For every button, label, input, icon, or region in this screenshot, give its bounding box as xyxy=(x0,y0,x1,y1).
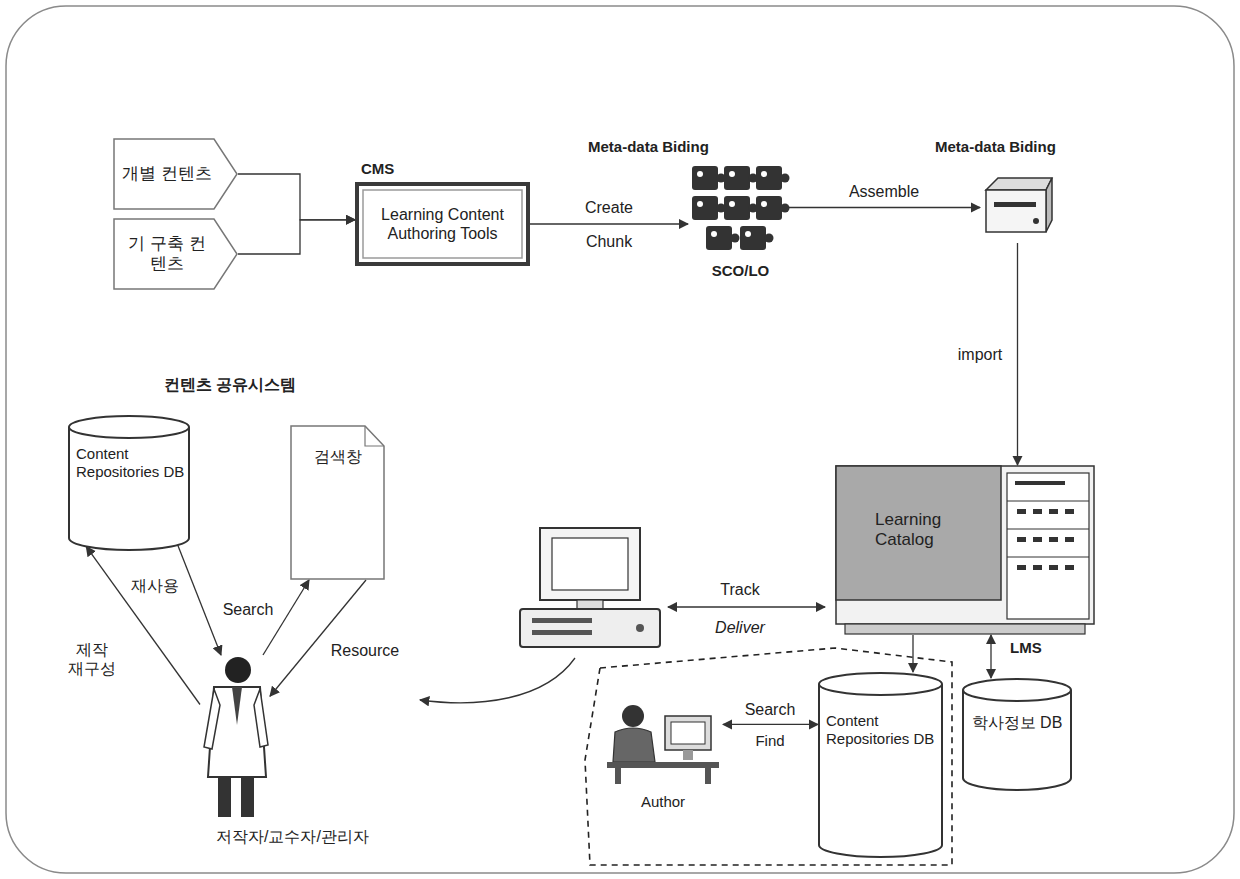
dashed-region xyxy=(585,648,952,865)
node-outline xyxy=(68,415,190,550)
node-text: 검색창 xyxy=(298,447,377,466)
node-heading: CMS xyxy=(361,160,461,178)
outer-frame xyxy=(6,6,1234,873)
cyl-shape xyxy=(68,415,190,550)
connector-arrow xyxy=(238,174,355,220)
node-outline xyxy=(980,168,1055,243)
pc-link-arrow xyxy=(420,658,575,703)
academic-db: 학사정보 DB xyxy=(962,678,1072,790)
content-source-box: 기 구축 컨텐츠 xyxy=(113,218,238,290)
user-figure: 저작자/교수자/관리자 xyxy=(190,655,395,850)
pc-screen xyxy=(552,538,628,590)
connector-arrow xyxy=(86,547,200,705)
edge-label: Search xyxy=(742,700,799,719)
author-shape xyxy=(603,698,723,786)
node-text: Learning Content Authoring Tools xyxy=(367,205,518,243)
connector-arrow xyxy=(530,223,688,224)
edge-note: Find xyxy=(752,732,787,750)
node-text: 기 구축 컨텐츠 xyxy=(121,234,213,275)
connector-arrow xyxy=(912,635,913,672)
node-heading: LMS xyxy=(1010,639,1055,657)
node-heading: Meta-data Biding xyxy=(588,138,758,156)
node-heading: 저작자/교수자/관리자 xyxy=(190,827,395,846)
track-deliver-arrow xyxy=(668,606,825,607)
node-text: 학사정보 DB xyxy=(967,713,1067,732)
pc-monitor xyxy=(540,528,640,600)
connector-arrow xyxy=(990,635,991,678)
search-window: 검색창 xyxy=(290,425,385,580)
package-drive: Meta-data Biding xyxy=(935,138,1110,258)
pc-stand xyxy=(577,600,603,609)
edge-label: Search xyxy=(220,600,277,619)
node-outline xyxy=(603,698,723,786)
node-outline xyxy=(835,465,1095,635)
node-heading: Meta-data Biding xyxy=(935,138,1105,156)
node-text: 개별 컨텐츠 xyxy=(121,164,213,184)
edge-label: 제작 재구성 xyxy=(64,640,120,678)
edge-label: Assemble xyxy=(846,182,922,201)
node-outline xyxy=(355,182,530,266)
connector-arrow xyxy=(788,207,980,208)
dbl-shape xyxy=(355,182,530,266)
content-source-box: 개별 컨텐츠 xyxy=(113,138,238,210)
person-shape xyxy=(200,655,270,820)
edge-label: import xyxy=(955,345,1005,364)
edge-label: Resource xyxy=(328,641,402,660)
edge-label: 재사용 xyxy=(128,576,182,595)
cd-shape xyxy=(980,168,1055,243)
connector-arrow xyxy=(1017,243,1018,465)
edge-note: Chunk xyxy=(583,232,635,251)
lms-server: Learning CatalogLMS xyxy=(835,465,1100,665)
puzzle-shape xyxy=(688,160,788,255)
group-heading: 컨텐츠 공유시스템 xyxy=(161,375,299,394)
cyl-shape xyxy=(818,672,943,857)
connector-arrow xyxy=(270,580,366,696)
server-shape xyxy=(835,465,1095,635)
connector-arrow xyxy=(723,724,818,725)
edge-label: Create xyxy=(582,198,636,217)
edge-note: Track xyxy=(717,580,762,599)
connector-arrow xyxy=(238,220,355,254)
connector-arrow xyxy=(178,545,221,655)
repository-db: Content Repositories DB xyxy=(818,672,943,857)
author-figure: Author xyxy=(603,698,728,818)
cyl-shape xyxy=(962,678,1072,790)
pc-button xyxy=(636,624,644,632)
node-outline xyxy=(688,160,788,255)
node-outline xyxy=(200,655,270,820)
node-outline xyxy=(962,678,1072,790)
node-text: Content Repositories DB xyxy=(76,445,186,481)
pc-slot xyxy=(532,630,592,635)
node-heading: SCO/LO xyxy=(693,262,788,280)
node-outline xyxy=(818,672,943,857)
repository-db: Content Repositories DB xyxy=(68,415,190,550)
edge-note: Deliver xyxy=(712,618,768,637)
pc-slot xyxy=(532,618,592,623)
learner-pc xyxy=(520,528,660,647)
node-text: Content Repositories DB xyxy=(826,712,938,748)
node-text: Learning Catalog xyxy=(875,510,985,551)
node-heading: Author xyxy=(628,793,698,811)
pc-base xyxy=(520,609,660,647)
cms-box: CMS Learning Content Authoring Tools xyxy=(355,160,535,268)
